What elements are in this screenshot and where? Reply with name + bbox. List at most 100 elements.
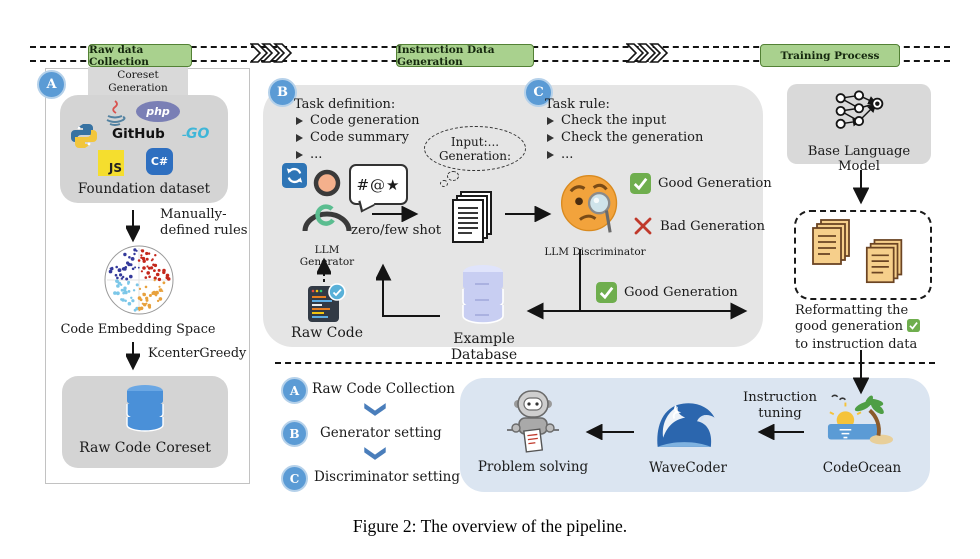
llm-discriminator-label: LLM Discriminator <box>544 246 646 258</box>
stage-instruction-data-generation: Instruction Data Generation <box>396 43 534 68</box>
raw-code-icon <box>308 283 346 322</box>
task-item: ... <box>294 147 420 163</box>
section-separator-line <box>275 362 935 364</box>
legend-badge-c: C <box>281 465 308 492</box>
badge-c: C <box>524 78 553 107</box>
arrow-right <box>505 206 552 222</box>
java-icon <box>106 100 126 126</box>
good-generation-label: Good Generation <box>658 176 772 191</box>
wavecoder-label: WaveCoder <box>649 460 727 476</box>
foundation-dataset-box: php GitHub –GO JS C# Foundation dataset <box>60 95 228 203</box>
stage-raw-data-collection: Raw data Collection <box>88 43 192 68</box>
task-item: Check the input <box>545 113 703 129</box>
coreset-generation-label: Coreset Generation <box>88 67 188 98</box>
stage-label: Raw data Collection <box>89 43 149 68</box>
code-embedding-space-label: Code Embedding Space <box>60 322 216 337</box>
code-embedding-scatter <box>104 245 174 315</box>
check-icon <box>630 173 651 194</box>
discriminator-output-line <box>579 249 581 311</box>
raw-code-coreset-label: Raw Code Coreset <box>79 440 211 456</box>
cross-icon <box>634 217 652 235</box>
bullet-arrow-icon <box>296 134 303 142</box>
arrow-down <box>126 210 140 243</box>
raw-code-coreset-box: Raw Code Coreset <box>62 376 228 468</box>
double-arrow <box>526 302 748 320</box>
raw-code-label: Raw Code <box>290 325 364 341</box>
input-generation-cloud: Input:... Generation: <box>424 126 526 171</box>
arrow-down <box>126 342 140 371</box>
bad-generation-label: Bad Generation <box>660 219 765 234</box>
stage-label: Training Process <box>780 49 880 62</box>
stage-training-process: Training Process <box>760 44 900 67</box>
elbow-arrow-up <box>376 263 440 317</box>
example-database-icon <box>462 265 504 324</box>
task-item: Code generation <box>294 113 420 129</box>
instruction-docs-icon <box>812 219 850 265</box>
instruction-docs-icon <box>865 239 903 284</box>
neural-network-icon <box>835 90 884 129</box>
legend-label-discriminator-setting: Discriminator setting <box>314 469 460 485</box>
example-database-label: Example Database <box>450 331 518 363</box>
badge-b: B <box>268 78 297 107</box>
speech-bubble: #@★ <box>349 164 408 205</box>
csharp-icon: C# <box>146 148 173 175</box>
chevrons-icon <box>626 43 669 63</box>
legend-label-raw-code-collection: Raw Code Collection <box>312 381 455 397</box>
documents-icon <box>452 191 492 243</box>
stage-label: Instruction Data Generation <box>397 43 495 68</box>
chevron-down-icon <box>364 403 386 416</box>
task-rule-title: Task rule: <box>545 97 610 112</box>
legend-badge-b: B <box>281 420 308 447</box>
bullet-arrow-icon <box>296 117 303 125</box>
chevron-down-icon <box>364 447 386 460</box>
manually-defined-rules-label: Manually- defined rules <box>160 207 248 238</box>
github-icon: GitHub <box>112 126 165 142</box>
figure-caption: Figure 2: The overview of the pipeline. <box>352 516 628 536</box>
llm-generator-icon <box>302 169 352 232</box>
base-language-model-label: Base Language Model <box>807 144 911 174</box>
wavecoder-wave-icon <box>657 403 715 447</box>
database-icon <box>126 385 164 432</box>
check-icon <box>907 319 921 337</box>
js-icon: JS <box>98 150 124 176</box>
llm-discriminator-icon <box>560 175 618 233</box>
problem-solving-label: Problem solving <box>477 459 589 475</box>
bullet-arrow-icon <box>547 151 554 159</box>
arrow-down <box>853 170 869 205</box>
codeocean-label: CodeOcean <box>822 460 902 476</box>
badge-a: A <box>37 70 66 99</box>
legend-badge-a: A <box>281 377 308 404</box>
base-language-model-box: Base Language Model <box>787 84 931 174</box>
bullet-arrow-icon <box>296 151 303 159</box>
chevrons-icon <box>250 43 293 63</box>
problem-solving-robot-icon <box>507 390 559 453</box>
reformatting-text: Reformatting the good generation to inst… <box>795 303 921 353</box>
go-icon: –GO <box>182 126 210 142</box>
php-icon: php <box>136 101 180 122</box>
arrow-left <box>757 424 804 440</box>
task-item: ... <box>545 147 703 163</box>
sync-icon <box>282 163 307 188</box>
python-icon <box>71 124 97 148</box>
good-generation-label-2: Good Generation <box>624 285 738 300</box>
legend-label-generator-setting: Generator setting <box>320 425 442 441</box>
task-rule-block: Task rule: Check the input Check the gen… <box>545 97 703 163</box>
bullet-arrow-icon <box>547 134 554 142</box>
cloud-tail-dot <box>440 180 448 187</box>
task-item: Check the generation <box>545 130 703 146</box>
task-item: Code summary <box>294 130 420 146</box>
check-icon <box>596 282 617 303</box>
kcentergreedy-label: KcenterGreedy <box>148 346 247 361</box>
arrow-left <box>585 424 634 440</box>
arrow-right <box>372 206 419 222</box>
instruction-tuning-label: Instruction tuning <box>743 390 817 421</box>
arrow-down <box>853 350 869 395</box>
dashed-arrow-up <box>317 257 331 282</box>
bullet-arrow-icon <box>547 117 554 125</box>
instruction-data-box <box>794 210 932 300</box>
foundation-dataset-label: Foundation dataset <box>77 181 211 197</box>
cloud-tail-dot <box>447 171 459 181</box>
task-definition-block: Task definition: Code generation Code su… <box>294 97 420 163</box>
task-definition-title: Task definition: <box>294 97 396 112</box>
